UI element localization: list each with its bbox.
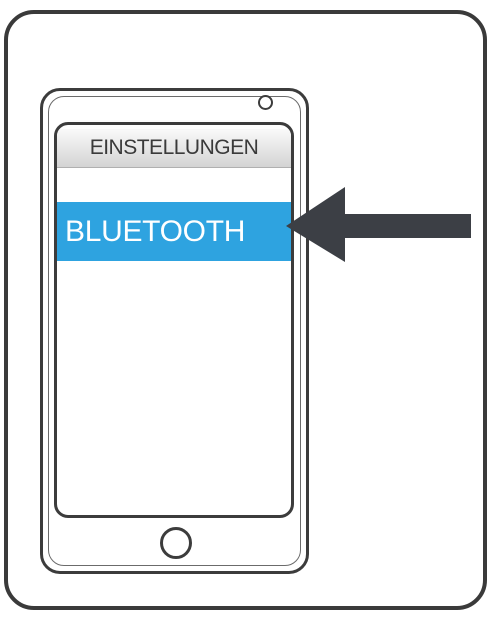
phone-screen: EINSTELLUNGEN BLUETOOTH [54, 122, 294, 518]
home-button-icon [160, 527, 192, 559]
bluetooth-menu-item[interactable]: BLUETOOTH [57, 202, 291, 261]
phone-bezel [48, 96, 301, 566]
camera-icon [258, 95, 273, 110]
arrow-shape [286, 187, 471, 262]
illustration-frame [4, 10, 487, 610]
settings-header: EINSTELLUNGEN [57, 129, 291, 168]
phone-illustration: EINSTELLUNGEN BLUETOOTH [40, 88, 309, 574]
